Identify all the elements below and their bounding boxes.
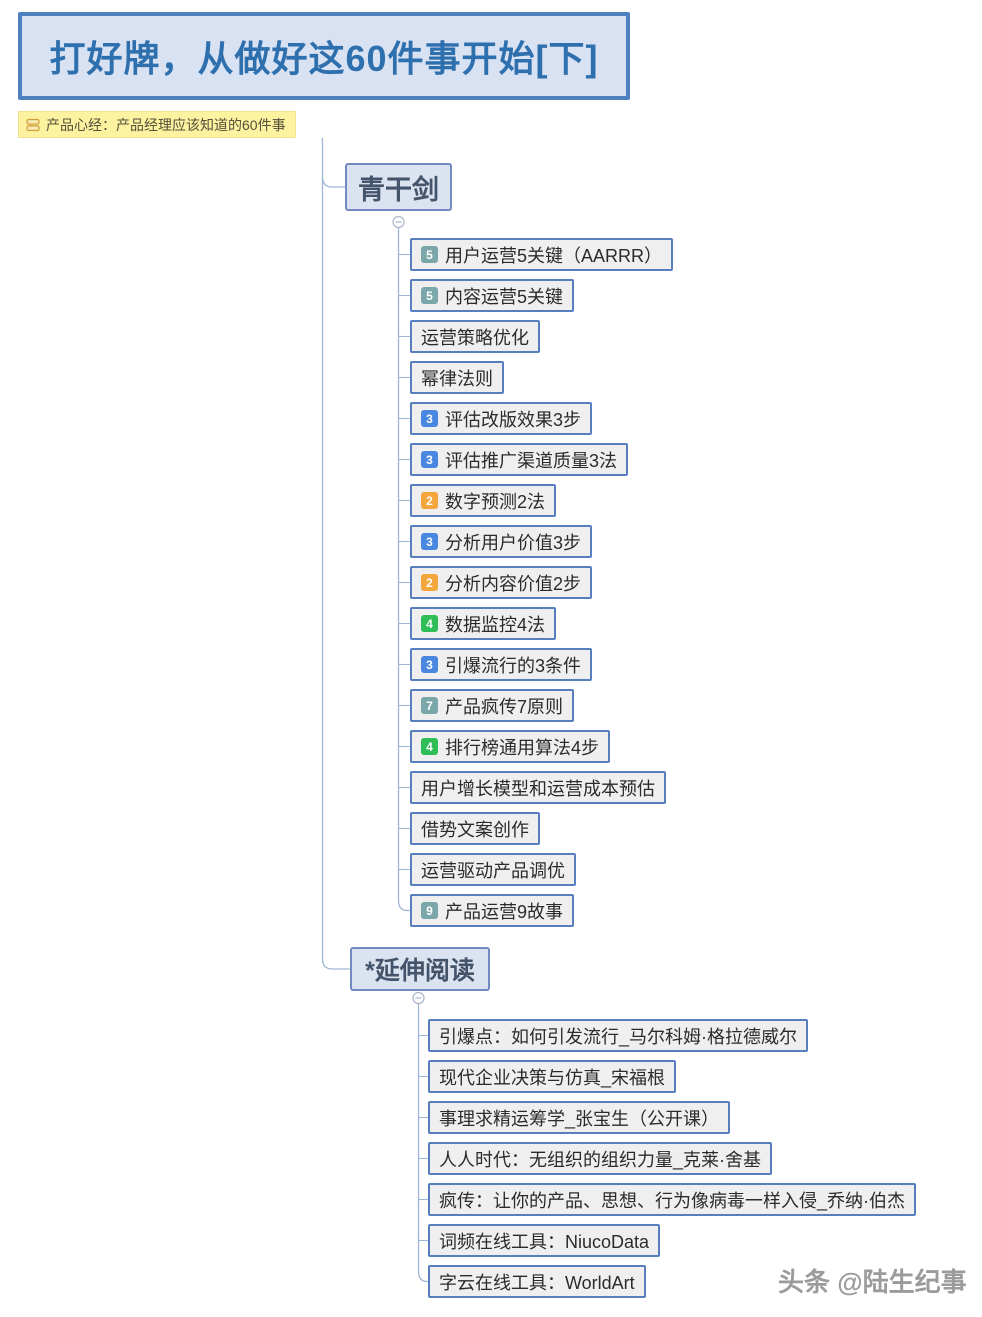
count-badge: 9 <box>421 902 438 919</box>
topic-text: 用户增长模型和运营成本预估 <box>421 778 655 799</box>
topic-node[interactable]: 字云在线工具：WorldArt <box>428 1265 646 1298</box>
topic-node[interactable]: 2 分析内容价值2步 <box>410 566 593 599</box>
notes-icon <box>26 118 40 131</box>
branch-topic-qingganjian[interactable]: 青干剑 <box>345 163 452 211</box>
topic-text: 引爆点：如何引发流行_马尔科姆·格拉德威尔 <box>439 1026 798 1047</box>
count-badge: 5 <box>421 246 438 263</box>
count-badge: 3 <box>421 410 438 427</box>
root-topic-title: 打好牌，从做好这60件事开始[下] <box>49 38 599 79</box>
topic-node[interactable]: 3 评估改版效果3步 <box>410 402 593 435</box>
topic-node[interactable]: 现代企业决策与仿真_宋福根 <box>428 1060 677 1093</box>
topic-node[interactable]: 运营驱动产品调优 <box>410 853 576 886</box>
topic-text: 运营驱动产品调优 <box>421 860 565 881</box>
topic-text: 人人时代：无组织的组织力量_克莱·舍基 <box>439 1149 762 1170</box>
topic-node[interactable]: 3 分析用户价值3步 <box>410 525 593 558</box>
topic-text: 评估推广渠道质量3法 <box>445 450 618 471</box>
topic-node[interactable]: 9 产品运营9故事 <box>410 894 575 927</box>
topic-text: 疯传：让你的产品、思想、行为像病毒一样入侵_乔纳·伯杰 <box>439 1190 906 1211</box>
topic-text: 分析用户价值3步 <box>445 532 582 553</box>
count-badge: 2 <box>421 574 438 591</box>
topic-text: 数据监控4法 <box>445 614 546 635</box>
map-label: 产品心经：产品经理应该知道的60件事 <box>18 111 296 138</box>
topic-text: 分析内容价值2步 <box>445 573 582 594</box>
topic-node[interactable]: 用户增长模型和运营成本预估 <box>410 771 666 804</box>
topic-text: 产品运营9故事 <box>445 901 564 922</box>
map-label-text: 产品心经：产品经理应该知道的60件事 <box>46 116 286 133</box>
topic-text: 用户运营5关键（AARRR） <box>445 245 663 266</box>
topic-node[interactable]: 词频在线工具：NiucoData <box>428 1224 661 1257</box>
branch-topic-extended-reading[interactable]: *延伸阅读 <box>350 947 490 991</box>
topic-text: 排行榜通用算法4步 <box>445 737 600 758</box>
topic-node[interactable]: 引爆点：如何引发流行_马尔科姆·格拉德威尔 <box>428 1019 809 1052</box>
count-badge: 4 <box>421 738 438 755</box>
topic-node[interactable]: 3 引爆流行的3条件 <box>410 648 593 681</box>
topic-text: 现代企业决策与仿真_宋福根 <box>439 1067 666 1088</box>
branch-topic-label: 青干剑 <box>358 174 439 205</box>
topic-text: 数字预测2法 <box>445 491 546 512</box>
topic-text: 内容运营5关键 <box>445 286 564 307</box>
count-badge: 4 <box>421 615 438 632</box>
topic-node[interactable]: 5 用户运营5关键（AARRR） <box>410 238 674 271</box>
count-badge: 3 <box>421 656 438 673</box>
topic-node[interactable]: 5 内容运营5关键 <box>410 279 575 312</box>
count-badge: 2 <box>421 492 438 509</box>
topic-text: 事理求精运筹学_张宝生（公开课） <box>439 1108 720 1129</box>
topic-text: 幂律法则 <box>421 368 493 389</box>
topic-node[interactable]: 人人时代：无组织的组织力量_克莱·舍基 <box>428 1142 773 1175</box>
topic-node[interactable]: 疯传：让你的产品、思想、行为像病毒一样入侵_乔纳·伯杰 <box>428 1183 917 1216</box>
topic-node[interactable]: 运营策略优化 <box>410 320 540 353</box>
count-badge: 5 <box>421 287 438 304</box>
topic-node[interactable]: 2 数字预测2法 <box>410 484 557 517</box>
topic-text: 产品疯传7原则 <box>445 696 564 717</box>
topic-text: 运营策略优化 <box>421 327 529 348</box>
root-topic[interactable]: 打好牌，从做好这60件事开始[下] <box>18 12 630 100</box>
count-badge: 3 <box>421 533 438 550</box>
topic-node[interactable]: 幂律法则 <box>410 361 504 394</box>
topic-text: 字云在线工具：WorldArt <box>439 1272 635 1293</box>
collapse-toggle-icon[interactable] <box>392 215 405 229</box>
count-badge: 3 <box>421 451 438 468</box>
collapse-toggle-icon[interactable] <box>412 991 425 1005</box>
topic-text: 评估改版效果3步 <box>445 409 582 430</box>
topic-text: 词频在线工具：NiucoData <box>439 1231 650 1252</box>
topic-node[interactable]: 事理求精运筹学_张宝生（公开课） <box>428 1101 731 1134</box>
topic-node[interactable]: 借势文案创作 <box>410 812 540 845</box>
count-badge: 7 <box>421 697 438 714</box>
topic-node[interactable]: 4 排行榜通用算法4步 <box>410 730 611 763</box>
topic-text: 借势文案创作 <box>421 819 529 840</box>
topic-text: 引爆流行的3条件 <box>445 655 582 676</box>
watermark: 头条 @陆生纪事 <box>778 1267 967 1297</box>
branch-topic-label: *延伸阅读 <box>365 957 475 985</box>
topic-node[interactable]: 7 产品疯传7原则 <box>410 689 575 722</box>
topic-node[interactable]: 3 评估推广渠道质量3法 <box>410 443 629 476</box>
topic-node[interactable]: 4 数据监控4法 <box>410 607 557 640</box>
